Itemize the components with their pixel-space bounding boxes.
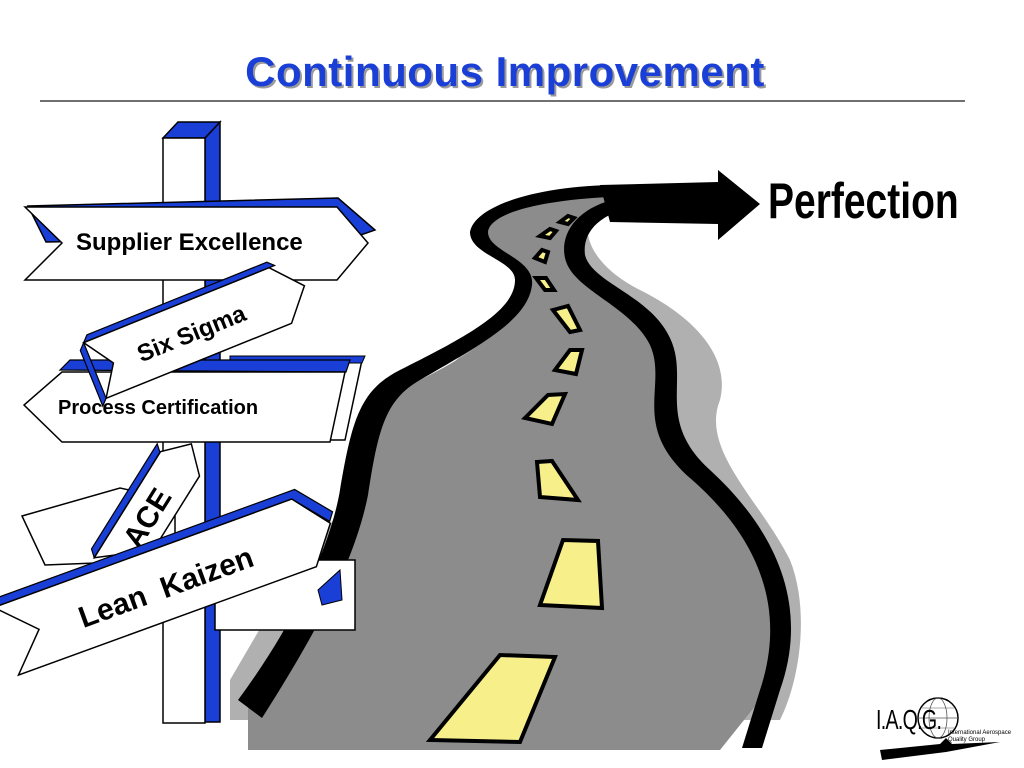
- lane-dash: [549, 303, 583, 335]
- iaqg-logo-subtitle: International Aerospace Quality Group: [948, 730, 1012, 743]
- sign-six-sigma: Six Sigma: [79, 261, 306, 408]
- perfection-arrow: [600, 170, 760, 240]
- lane-dash: [551, 348, 585, 377]
- lane-markings: [425, 213, 605, 745]
- sign-label-supplier-excellence: Supplier Excellence: [76, 229, 303, 256]
- sign-process-certification: Process Certification: [22, 359, 351, 443]
- signpost: Supplier Excellence Process Certificatio…: [0, 120, 377, 724]
- lane-dash: [555, 213, 578, 227]
- title-divider: [40, 100, 965, 102]
- lane-dash: [535, 226, 560, 241]
- slide-title: Continuous Improvement: [245, 48, 765, 95]
- lane-dash: [425, 652, 558, 745]
- lane-dash: [532, 276, 558, 292]
- sign-back-lower-right-edge: [317, 568, 343, 606]
- lane-dash: [537, 537, 605, 611]
- road-left-edge: [238, 185, 700, 718]
- road-right-edge: [564, 198, 792, 748]
- iaqg-logo-globe: [880, 697, 1000, 760]
- iaqg-logo-text: I.A.Q.G.: [876, 704, 942, 735]
- lane-dash: [531, 247, 551, 265]
- sign-label-process-certification: Process Certification: [58, 397, 258, 419]
- road: [230, 170, 801, 750]
- perfection-label: Perfection: [768, 173, 959, 229]
- lane-dash: [534, 458, 582, 503]
- lane-dash: [521, 391, 569, 427]
- sign-supplier-excellence: Supplier Excellence: [23, 197, 377, 281]
